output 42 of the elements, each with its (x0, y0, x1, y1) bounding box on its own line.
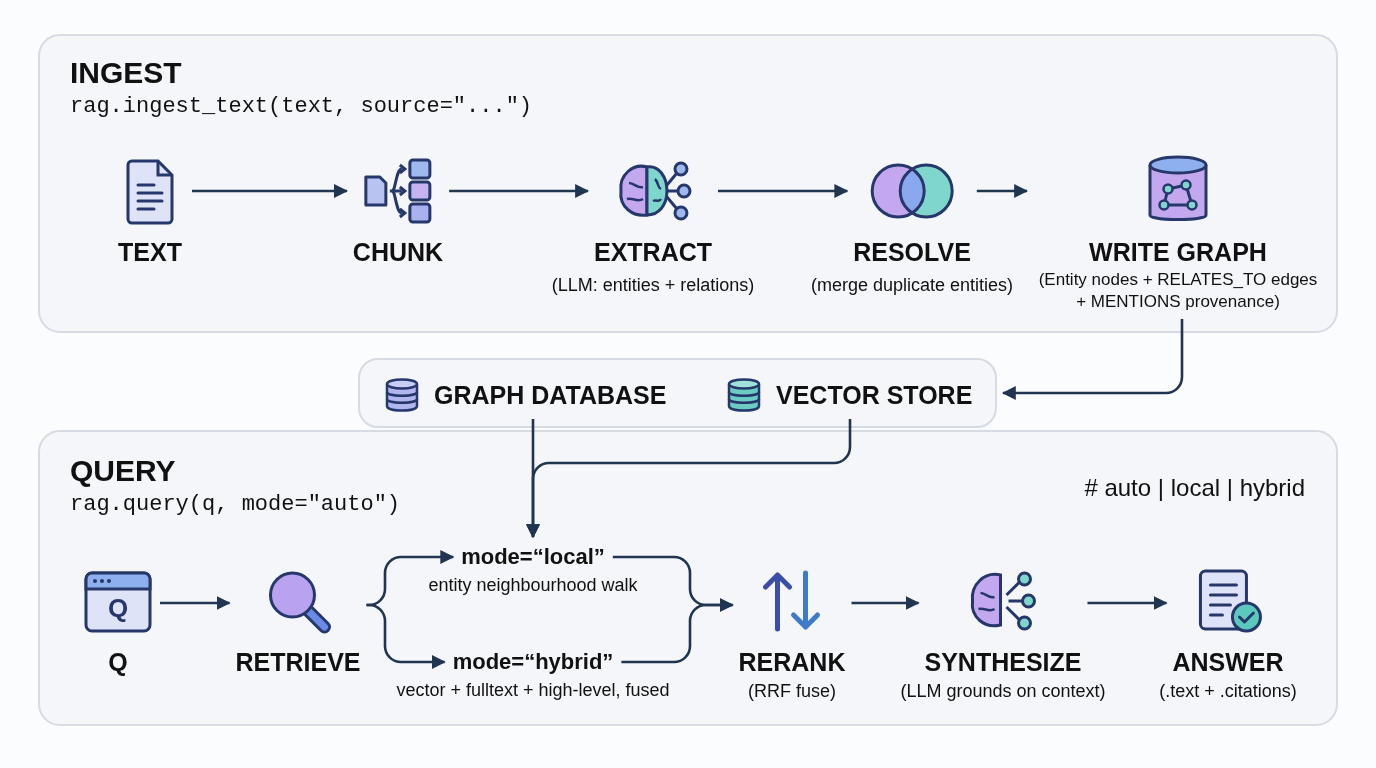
code-snippet: rag.ingest_text(text, source="...") (70, 94, 533, 120)
arrow (1087, 596, 1168, 610)
arrow (366, 603, 446, 669)
step-caption: (.text + .citations) (1159, 680, 1297, 702)
step-title: EXTRACT (593, 237, 713, 267)
arrow (718, 184, 849, 198)
arrow (192, 184, 349, 198)
section-panel (38, 430, 1338, 726)
code-comment: # auto | local | hybrid (1084, 474, 1305, 502)
arrow (621, 598, 734, 664)
step-title: TEXT (118, 237, 182, 267)
arrow (526, 419, 852, 539)
arrow (160, 596, 231, 610)
step-title: RETRIEVE (235, 647, 361, 677)
mode-label: mode=“hybrid” (452, 648, 614, 676)
code-snippet: rag.query(q, mode="auto") (70, 492, 401, 518)
step-detail: (Entity nodes + RELATES_TO edges + MENTIONS provenance) (1037, 269, 1319, 313)
storage-bar (358, 358, 997, 428)
step-title: SYNTHESIZE (924, 647, 1082, 677)
step-caption: (merge duplicate entities) (810, 274, 1014, 296)
arrow (1001, 319, 1184, 400)
arrow (976, 184, 1029, 198)
step-caption: entity neighbourhood walk (428, 574, 638, 596)
mode-label: mode=“local” (461, 543, 605, 571)
step-caption: (RRF fuse) (748, 680, 836, 702)
step-title: WRITE GRAPH (1089, 237, 1267, 267)
step-title: RERANK (738, 647, 846, 677)
section-title: INGEST (70, 56, 182, 90)
store-label: VECTOR STORE (776, 380, 973, 410)
step-title: ANSWER (1172, 647, 1284, 677)
step-title: RESOLVE (853, 237, 971, 267)
store-label: GRAPH DATABASE (434, 380, 667, 410)
step-caption: (LLM: entities + relations) (551, 274, 755, 296)
step-title: CHUNK (352, 237, 444, 267)
arrow (851, 596, 920, 610)
arrow (449, 184, 590, 198)
icon-letter: Q (107, 593, 129, 623)
step-title: Q (108, 647, 128, 677)
step-caption: (LLM grounds on context) (900, 680, 1106, 702)
section-title: QUERY (70, 454, 176, 488)
step-caption: vector + fulltext + high-level, fused (396, 679, 670, 701)
section-panel (38, 34, 1338, 333)
